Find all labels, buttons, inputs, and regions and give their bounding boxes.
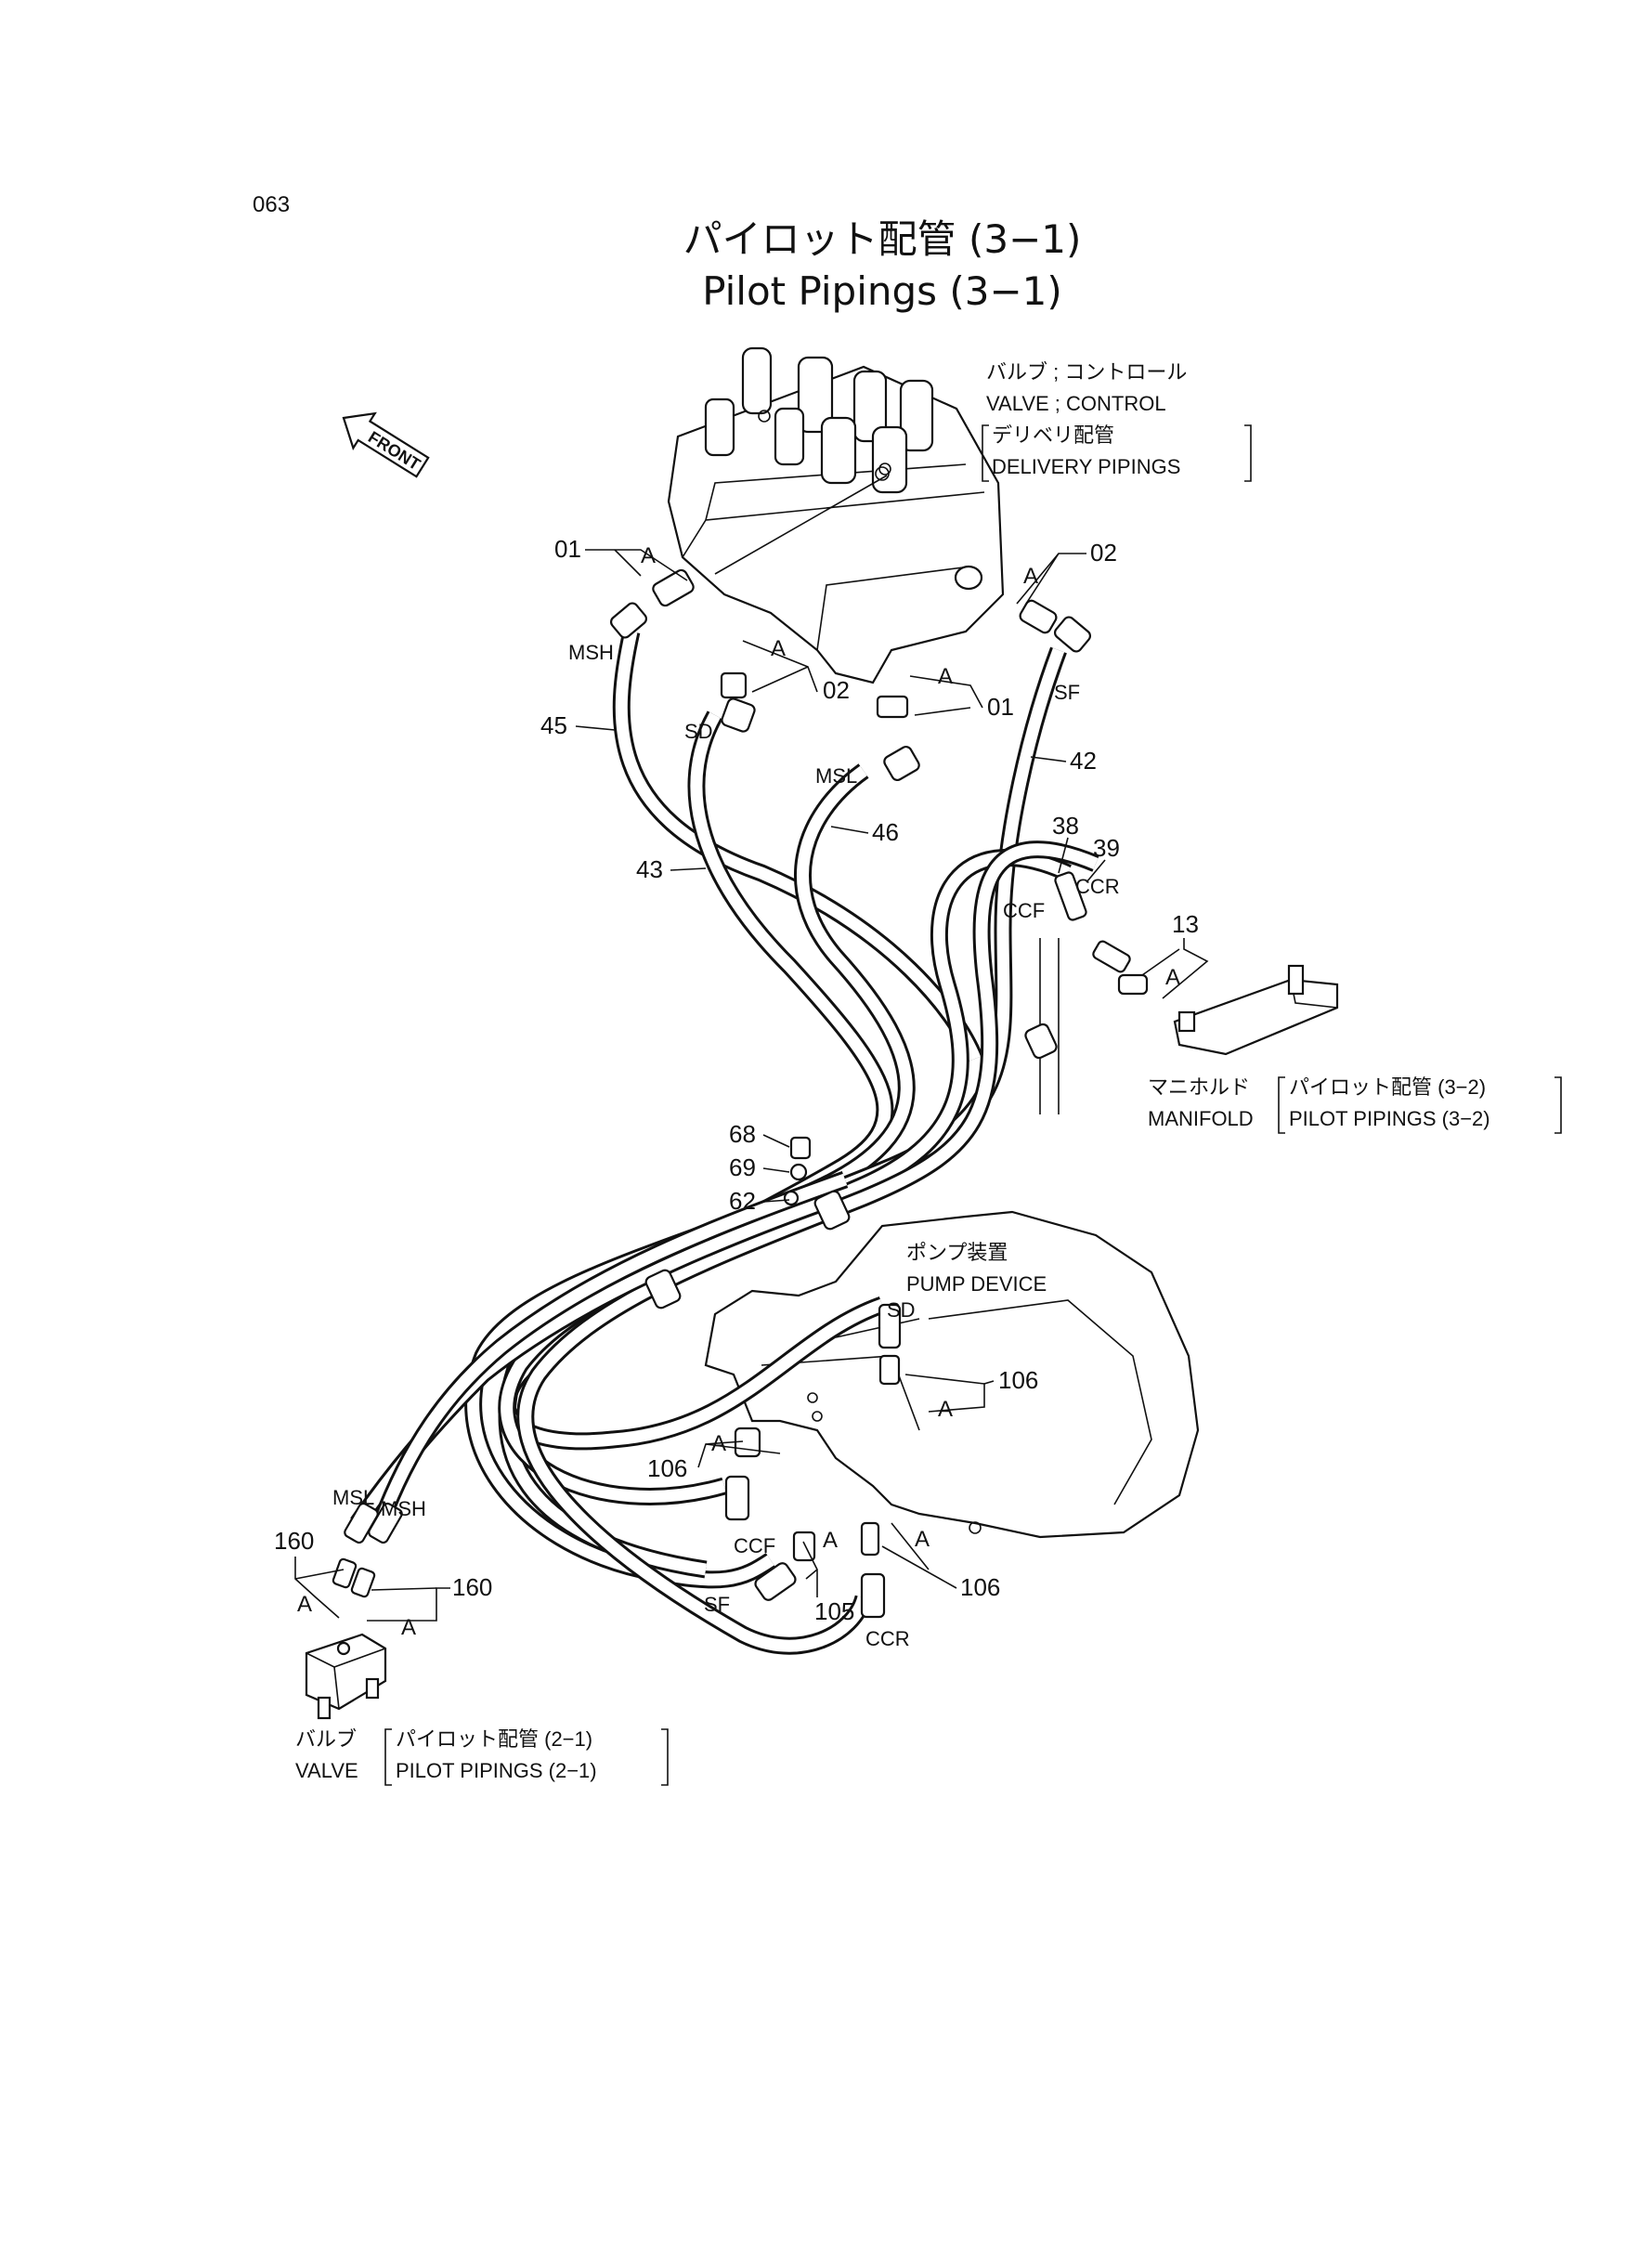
part-number-106: 106 — [960, 1573, 1000, 1601]
hose-code-ccr: CCR — [865, 1627, 910, 1650]
front-arrow-icon: FRONT — [342, 411, 430, 478]
callout-letter-a: A — [915, 1527, 930, 1552]
hose-code-ccf: CCF — [734, 1534, 775, 1557]
callout-02-right: 02 A — [1016, 539, 1117, 605]
hose-clamp — [644, 1023, 1058, 1309]
part-number-69: 69 — [729, 1153, 756, 1181]
callout-106-right: 106 A — [904, 1366, 1038, 1422]
hose-fittings — [332, 568, 1149, 1619]
part-number-62: 62 — [729, 1187, 756, 1215]
part-number-46: 46 — [872, 818, 899, 846]
control-valve-ref-en: DELIVERY PIPINGS — [992, 455, 1180, 478]
callout-letter-a: A — [297, 1592, 312, 1617]
part-number-45: 45 — [540, 711, 567, 739]
part-number-01: 01 — [987, 693, 1014, 721]
manifold-label-en: MANIFOLD — [1148, 1107, 1254, 1130]
control-valve-ref-jp: デリベリ配管 — [992, 423, 1114, 447]
control-valve-label-en: VALVE ; CONTROL — [986, 392, 1166, 415]
callout-02-mid: 02 A — [742, 636, 850, 704]
callout-160-right: 160 A — [367, 1573, 492, 1640]
control-valve-label-jp: バルブ ; コントロール — [986, 360, 1187, 384]
callout-106-left: 106 A — [647, 1431, 781, 1482]
part-number-39: 39 — [1093, 834, 1120, 862]
callout-hose-numbers: 45 43 46 42 38 39 — [540, 711, 1120, 883]
callout-160-left: 160 A — [274, 1527, 345, 1619]
page-number: 063 — [253, 192, 290, 217]
hose-code-sd: SD — [887, 1298, 916, 1322]
callout-letter-a: A — [641, 543, 656, 568]
callout-01-mid: 01 A — [909, 664, 1014, 721]
valve-label-jp: バルブ — [295, 1727, 357, 1751]
part-number-38: 38 — [1052, 812, 1079, 840]
manifold-label: マニホルド MANIFOLD パイロット配管 (3−2) PILOT PIPIN… — [1148, 1075, 1562, 1134]
pump-label-jp: ポンプ装置 — [906, 1241, 1008, 1264]
manifold-label-jp: マニホルド — [1148, 1075, 1250, 1099]
callout-105: 105 A — [802, 1528, 854, 1625]
part-number-105: 105 — [814, 1597, 854, 1625]
callout-68-69-62: 68 69 62 — [729, 1120, 790, 1215]
callout-letter-a: A — [401, 1615, 416, 1640]
hose-code-sf: SF — [704, 1593, 730, 1616]
title-japanese: パイロット配管 (3−1) — [683, 216, 1082, 262]
pump-device-label: ポンプ装置 PUMP DEVICE — [906, 1241, 1047, 1296]
callout-letter-a: A — [938, 1397, 953, 1422]
title-english: Pilot Pipings (3−1) — [702, 268, 1062, 314]
part-number-68: 68 — [729, 1120, 756, 1148]
hose-code-ccr: CCR — [1075, 875, 1120, 898]
valve-label: バルブ VALVE パイロット配管 (2−1) PILOT PIPINGS (2… — [295, 1727, 669, 1786]
hose-code-msl: MSL — [815, 764, 857, 788]
callout-letter-a: A — [1023, 564, 1038, 589]
manifold-drawing — [1173, 964, 1339, 1056]
callout-letter-a: A — [938, 664, 953, 689]
callout-letter-a: A — [771, 636, 786, 661]
callout-letter-a: A — [711, 1431, 726, 1456]
hose-codes: MSH SD MSL SF CCF CCR SD CCF SF CCR MSL … — [332, 641, 1120, 1650]
manifold-ref-en: PILOT PIPINGS (3−2) — [1289, 1107, 1490, 1130]
valve-ref-jp: パイロット配管 (2−1) — [396, 1727, 592, 1751]
callout-13: 13 A — [1141, 910, 1209, 999]
callout-01-top: 01 A — [554, 535, 688, 581]
valve-label-en: VALVE — [295, 1759, 358, 1782]
hose-code-msh: MSH — [381, 1497, 426, 1520]
manifold-ref-jp: パイロット配管 (3−2) — [1289, 1075, 1486, 1099]
callout-letter-a: A — [1165, 965, 1180, 990]
hose-code-ccf: CCF — [1003, 899, 1045, 922]
part-number-42: 42 — [1070, 747, 1097, 775]
part-number-106: 106 — [998, 1366, 1038, 1394]
part-number-02: 02 — [1090, 539, 1117, 567]
valve-block-drawing — [305, 1633, 387, 1720]
part-number-01: 01 — [554, 535, 581, 563]
control-valve-drawing — [667, 346, 1005, 684]
pump-label-en: PUMP DEVICE — [906, 1272, 1047, 1296]
hose-code-sf: SF — [1054, 681, 1080, 704]
callout-letter-a: A — [823, 1528, 838, 1553]
part-number-43: 43 — [636, 855, 663, 883]
hose-code-msl: MSL — [332, 1486, 374, 1509]
part-number-106: 106 — [647, 1454, 687, 1482]
part-number-02: 02 — [823, 676, 850, 704]
hose-code-msh: MSH — [568, 641, 614, 664]
callout-106-bottom: 106 A — [881, 1522, 1000, 1601]
hose-code-sd: SD — [684, 720, 713, 743]
part-number-13: 13 — [1172, 910, 1199, 938]
part-number-160: 160 — [452, 1573, 492, 1601]
part-number-160: 160 — [274, 1527, 314, 1555]
hose-bundle — [350, 629, 1099, 1655]
valve-ref-en: PILOT PIPINGS (2−1) — [396, 1759, 597, 1782]
control-valve-label: バルブ ; コントロール VALVE ; CONTROL デリベリ配管 DELI… — [982, 360, 1252, 482]
